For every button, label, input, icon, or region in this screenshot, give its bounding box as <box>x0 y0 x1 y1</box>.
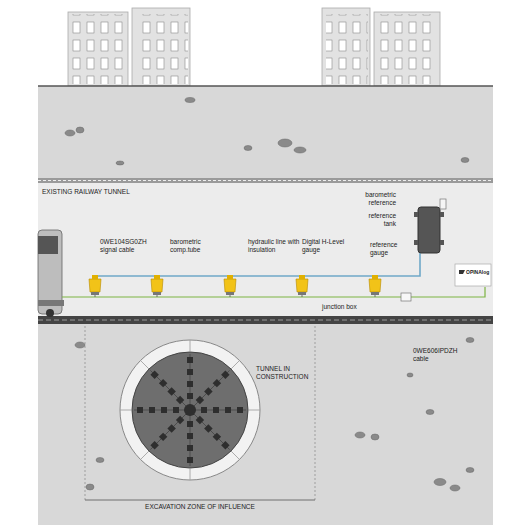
stone <box>355 432 365 438</box>
gauge-cap <box>299 275 305 279</box>
segment-joint <box>120 410 132 411</box>
cutter-tooth <box>161 407 167 413</box>
logo-text: OPINAlog <box>466 268 490 276</box>
stone <box>426 410 434 415</box>
stone <box>371 434 379 440</box>
segment-joint <box>141 451 149 459</box>
gauge-base <box>153 292 161 295</box>
cutter-spoke <box>190 370 230 410</box>
gauge-cap <box>227 275 233 279</box>
cutter-tooth <box>204 387 212 395</box>
cutter-tooth <box>187 381 193 387</box>
stone <box>466 338 474 343</box>
tunnel-title: EXISTING RAILWAY TUNNEL <box>42 188 182 196</box>
cutter-tooth <box>237 407 243 413</box>
cutter-tooth <box>225 407 231 413</box>
cutter-tooth <box>221 370 229 378</box>
cutter-tooth <box>196 396 204 404</box>
level-gauge <box>296 279 308 292</box>
gauge-base <box>91 292 99 295</box>
cutter-tooth <box>176 396 184 404</box>
gauge-base <box>226 292 234 295</box>
stone <box>278 139 292 147</box>
cutter-tooth <box>187 393 193 399</box>
cutter-tooth <box>187 457 193 463</box>
stone <box>65 130 75 136</box>
stone <box>116 161 124 165</box>
cutter-tooth <box>150 370 158 378</box>
segment-joint <box>190 468 191 480</box>
stone <box>434 479 446 486</box>
segment-joint <box>231 451 239 459</box>
cutter-hub <box>184 404 196 416</box>
cutter-tooth <box>201 407 207 413</box>
gauge-cap <box>154 275 160 279</box>
cable-label: 0WE104SG0ZH signal cable <box>100 238 150 254</box>
tank-label: reference tank <box>362 212 396 228</box>
cutter-spoke <box>150 370 190 410</box>
reference-gauge-label: reference gauge <box>370 241 408 257</box>
cutter-tooth <box>173 407 179 413</box>
stone <box>86 484 94 490</box>
cutter-tooth <box>221 441 229 449</box>
cutter-tooth <box>187 445 193 451</box>
stone <box>466 468 474 473</box>
gauge-cap <box>92 275 98 279</box>
level-gauge <box>369 279 381 292</box>
cutter-tooth <box>204 424 212 432</box>
tube-label: barometric comp.tube <box>170 238 214 254</box>
cutter-tooth <box>167 424 175 432</box>
segment-joint <box>248 410 260 411</box>
cutter-tooth <box>187 421 193 427</box>
tunnel-label: TUNNEL IN CONSTRUCTION <box>256 365 318 381</box>
gauge-base <box>298 292 306 295</box>
cutter-spoke <box>150 410 190 450</box>
cutter-tooth <box>187 369 193 375</box>
stone <box>75 342 85 348</box>
cutter-tooth <box>196 416 204 424</box>
stone <box>185 98 195 103</box>
level-gauge <box>151 279 163 292</box>
cutter-tooth <box>150 441 158 449</box>
hydraulic-label: hydraulic line with insulation <box>248 238 300 254</box>
stone <box>244 146 252 151</box>
cutter-tooth <box>213 407 219 413</box>
stone <box>461 158 469 163</box>
baro-reference-label: barometric reference <box>356 191 396 207</box>
stone <box>450 485 460 491</box>
level-gauge <box>89 279 101 292</box>
cutter-spoke <box>190 410 230 450</box>
junction-label: junction box <box>322 303 382 311</box>
gauge-cap <box>372 275 378 279</box>
stone <box>96 458 104 463</box>
cutter-tooth <box>167 387 175 395</box>
stone <box>407 373 413 377</box>
cutter-tooth <box>149 407 155 413</box>
level-gauge <box>224 279 236 292</box>
segment-joint <box>231 361 239 369</box>
segment-joint <box>141 361 149 369</box>
gauge-base <box>371 292 379 295</box>
cutter-tooth <box>213 379 221 387</box>
cable-label: 0WE606IPDZH cable <box>413 347 465 363</box>
cutter-tooth <box>159 433 167 441</box>
stone <box>76 127 84 133</box>
cutter-tooth <box>137 407 143 413</box>
segment-joint <box>190 340 191 352</box>
stone <box>294 147 306 153</box>
gauge-label: Digital H-Level gauge <box>302 238 350 254</box>
cutter-tooth <box>213 433 221 441</box>
cutter-tooth <box>159 379 167 387</box>
cutter-tooth <box>187 433 193 439</box>
cutter-tooth <box>176 416 184 424</box>
zone-label: EXCAVATION ZONE OF INFLUENCE <box>142 503 258 511</box>
cutter-tooth <box>187 357 193 363</box>
